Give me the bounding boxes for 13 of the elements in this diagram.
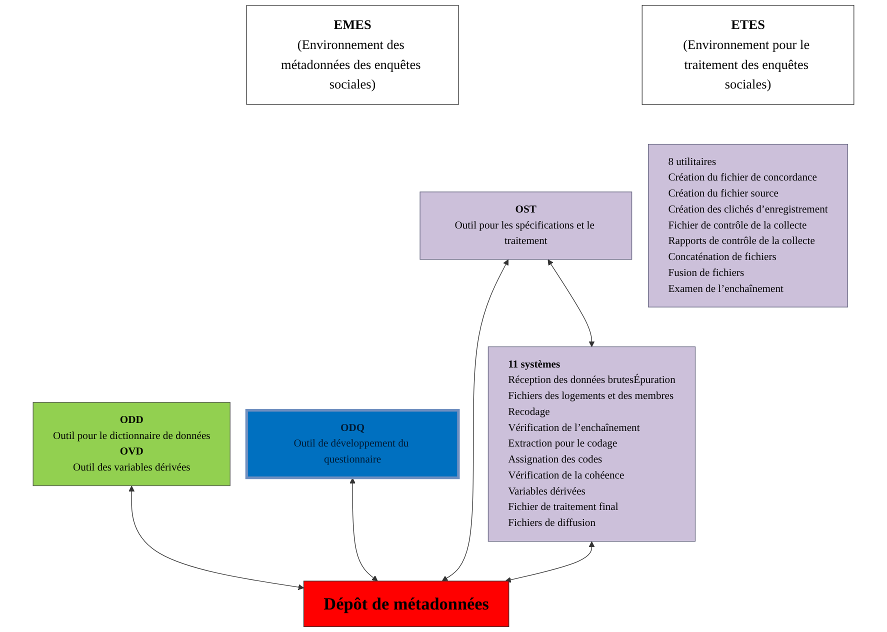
node-box: EMES (Environnement des métadonnées des enquêtes sociales): [246, 4, 459, 105]
node-box: OST Outil pour les spécifications et le traitement: [420, 192, 632, 260]
arrow: [128, 486, 304, 590]
arrow: [548, 259, 595, 348]
arrow: [350, 478, 378, 582]
node-box: 8 utilitaires Création du fichier de concordance Création du fichier source Création des clichés d’enregistrement Fichier de contrôle de la collecte Rapports de contrôle de la collecte Concaténation de fichiers Fusion de fichiers Examen de l’enchaînement: [648, 144, 848, 308]
node-box: ODD Outil pour le dictionnaire de données OVD Outil des variables dérivées: [32, 402, 230, 486]
node-box: ETES (Environnement pour le traitement des enquêtes sociales): [642, 4, 854, 105]
node-box: ODQ Outil de développement du questionnaire: [245, 408, 460, 480]
arrow: [505, 541, 595, 583]
arrow: [442, 259, 509, 582]
node-box: 11 systèmes Réception des données brutesÉpuration Fichiers des logements et des membres Recodage Vérification de l’enchaînement Extraction pour le codage Assignation des codes Vérification de la cohéence Variables dérivées Fichier de traitement final Fichiers de diffusion: [488, 346, 696, 542]
node-box: Dépôt de métadonnées: [303, 580, 510, 628]
